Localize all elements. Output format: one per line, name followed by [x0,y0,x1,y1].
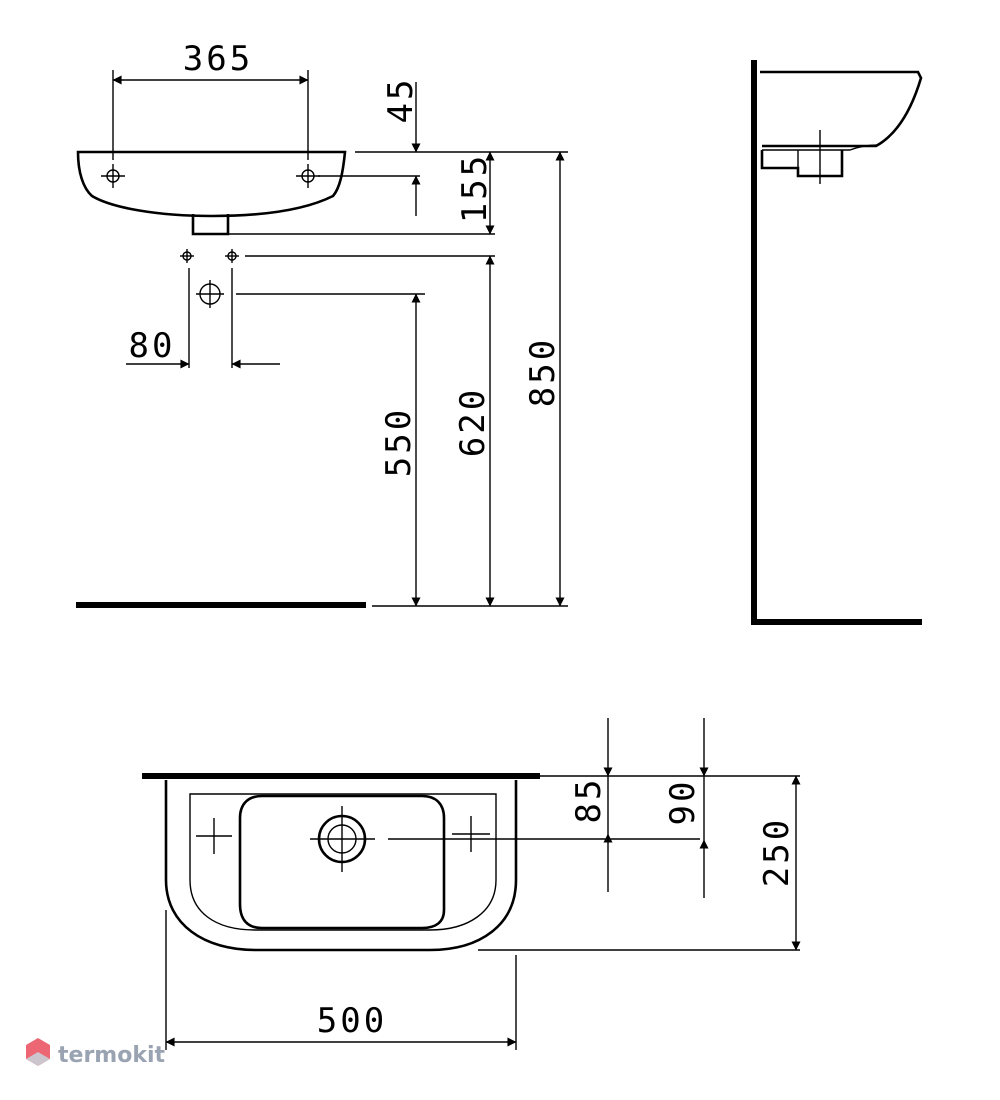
dim-label-80: 80 [129,326,176,366]
watermark-text: termokit [58,1043,165,1068]
fixing-point-right [225,249,239,263]
plan-tap-mark-left [196,818,232,854]
tap-hole-left [101,164,125,188]
side-elevation [751,60,923,625]
plan-drain [310,806,375,872]
dim-label-155: 155 [455,153,495,223]
dim-label-250: 250 [757,817,797,887]
dim-label-550: 550 [379,407,419,477]
plan-bowl [238,794,446,930]
tap-hole-right [296,164,320,188]
basin-side-outline [760,70,923,148]
plan-outer-outline [164,780,518,952]
side-waste-outlet [760,150,844,178]
dim-label-500: 500 [317,1001,387,1041]
termokit-logo-icon [26,1038,50,1066]
watermark: termokit [26,1038,165,1068]
dim-label-85: 85 [569,777,609,824]
dim-label-90: 90 [663,779,703,826]
dim-label-45: 45 [381,77,421,124]
dim-label-620: 620 [453,387,493,457]
plan-tap-mark-right [452,816,490,852]
dim-label-850: 850 [523,337,563,407]
front-elevation: 365 45 155 [76,39,568,608]
wall-and-floor [751,60,922,625]
fixing-point-left [180,249,194,263]
dim-label-365: 365 [183,39,253,79]
waste-pipe-centre [196,280,224,308]
basin-front-outline [76,150,347,218]
plan-view: 85 90 250 500 [142,718,801,1050]
waste-outlet [191,214,230,236]
